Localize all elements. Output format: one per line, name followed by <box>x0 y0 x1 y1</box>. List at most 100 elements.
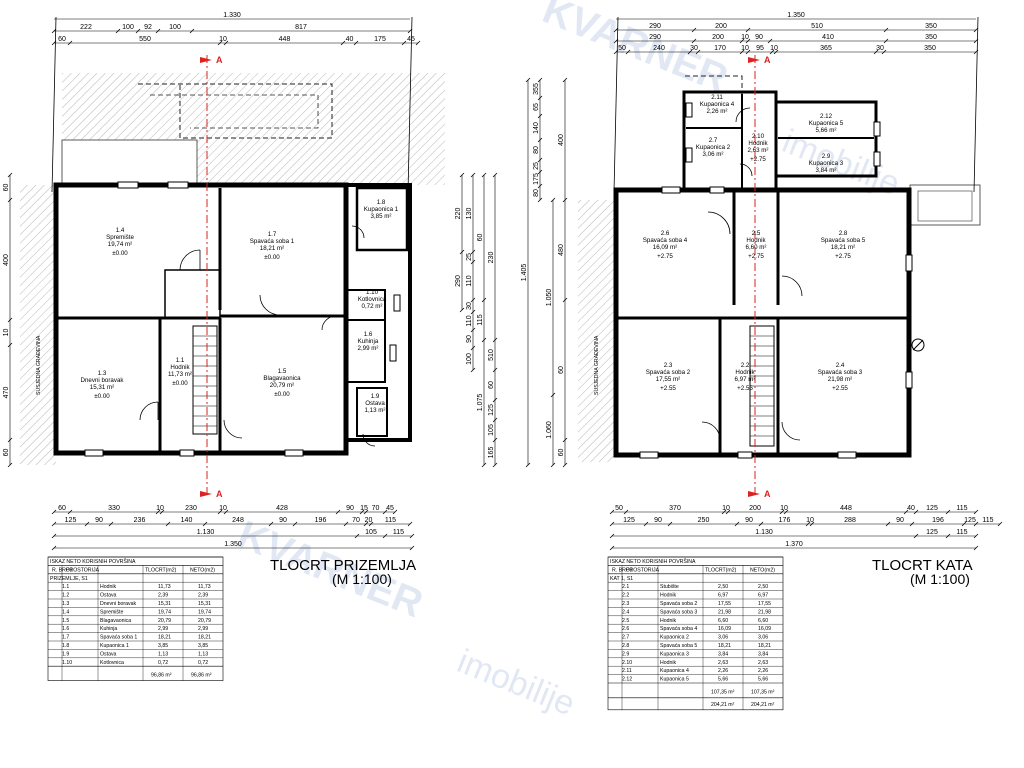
dimension-label: 200 <box>712 34 724 41</box>
section-mark-bottom-upper: A <box>764 489 771 499</box>
room-level: +2.55 <box>832 385 848 392</box>
table-cell: Hodnik <box>660 660 677 666</box>
room-num: 2.2 <box>741 362 750 369</box>
dimension-label: 125 <box>488 404 495 416</box>
dimension-label: 355 <box>533 83 540 95</box>
table-cell: 1.10 <box>62 660 72 666</box>
dimension-label: 1.130 <box>755 529 773 536</box>
table-cell: 5,66 <box>718 677 728 683</box>
neighbour-building-label: SUSJEDNA GRAĐEVINA <box>36 335 42 395</box>
dimension-label: 90 <box>279 517 287 524</box>
upper-plan-scale: (M 1:100) <box>910 571 970 587</box>
table-cell: 0,72 <box>198 660 208 666</box>
section-mark-bottom: A <box>216 489 223 499</box>
table-column-header: PROSTORIJA <box>626 567 660 573</box>
room-name: Spavaća soba 4 <box>643 237 688 244</box>
neighbour-building-label-upper: SUSJEDNA GRAĐEVINA <box>594 335 600 395</box>
dimension-label: 115 <box>956 505 967 512</box>
table-cell: 0,72 <box>158 660 168 666</box>
dimension-label: 20 <box>365 517 373 524</box>
room-name: Spavaća soba 1 <box>250 238 295 245</box>
dimension-label: 60 <box>3 449 10 457</box>
dimension-label: 105 <box>365 529 377 536</box>
dimension-label: 510 <box>811 23 823 30</box>
table-cell: 18,21 <box>158 635 171 641</box>
dimension-label: 290 <box>649 23 661 30</box>
table-heading: ISKAZ NETO KORISNIH POVRŠINA <box>50 558 136 565</box>
dimension-label: 1.130 <box>197 529 215 536</box>
dimension-label: 90 <box>466 335 473 343</box>
dimension-label: 175 <box>374 36 386 43</box>
room-area: 2,63 m² <box>748 147 769 154</box>
dimension-label: 90 <box>654 517 662 524</box>
room-num: 2.10 <box>752 133 765 140</box>
room-level: +2.55 <box>737 385 753 392</box>
table-cell: 6,97 <box>718 593 728 599</box>
ground-plan-title: TLOCRT PRIZEMLJA <box>270 557 416 574</box>
table-cell: 1.8 <box>62 643 69 649</box>
dimension-label: 290 <box>455 275 462 287</box>
room-num: 1.9 <box>371 393 380 400</box>
table-cell: 2,39 <box>198 593 208 599</box>
dimension-label: 1.050 <box>546 289 553 307</box>
table-cell: 15,31 <box>158 601 171 607</box>
room-num: 1.8 <box>377 199 386 206</box>
room-name: Ostava <box>365 400 385 407</box>
room-num: 2.3 <box>664 362 673 369</box>
room-num: 1.5 <box>278 368 287 375</box>
dimension-label: 100 <box>466 353 473 365</box>
dimension-label: 100 <box>169 24 181 31</box>
dimension-label: 1.350 <box>787 12 805 19</box>
room-level: ±0.00 <box>264 254 280 261</box>
table-cell: 18,21 <box>718 643 731 649</box>
table-cell: 2.2 <box>622 593 629 599</box>
table-cell: Kupaonica 4 <box>660 668 689 674</box>
dimension-label: 428 <box>276 505 288 512</box>
room-num: 1.10 <box>366 289 379 296</box>
dimension-label: 175 <box>533 173 540 185</box>
dimension-label: 90 <box>95 517 103 524</box>
table-cell: Spavaća soba 5 <box>660 643 697 649</box>
table-cell: 17,55 <box>758 601 771 607</box>
table-cell: 21,98 <box>758 609 771 615</box>
dimension-label: 350 <box>924 45 936 52</box>
table-cell: Spavaća soba 2 <box>660 601 697 607</box>
dimension-label: 30 <box>876 45 884 52</box>
dimension-label: 1.330 <box>223 12 241 19</box>
room-level: +2.75 <box>835 253 851 260</box>
dimension-label: 60 <box>558 449 565 457</box>
table-cell: 6,60 <box>718 618 728 624</box>
room-area: 2,99 m² <box>358 345 379 352</box>
room-name: Kupaonica 2 <box>696 144 731 151</box>
dimension-label: 125 <box>623 517 635 524</box>
dimension-label: 25 <box>533 162 540 170</box>
table-column-header: TLOCRT(m2) <box>705 567 737 573</box>
table-cell: 18,21 <box>198 635 211 641</box>
dimension-label: 60 <box>58 36 66 43</box>
dimension-label: 115 <box>393 529 404 536</box>
ground-floor-plan: A A SUSJEDNA GRAĐEVINA <box>20 55 445 499</box>
dimension-label: 230 <box>488 252 495 264</box>
table-cell: 2.1 <box>622 584 629 590</box>
table-cell: Kupaonica 3 <box>660 651 689 657</box>
table-grand-total: 204,21 m² <box>711 702 735 708</box>
room-num: 1.6 <box>364 331 373 338</box>
dimension-label: 92 <box>144 24 152 31</box>
table-grand-total: 204,21 m² <box>751 702 775 708</box>
dimension-label: 250 <box>698 517 710 524</box>
dimension-label: 330 <box>108 505 120 512</box>
table-cell: 3,06 <box>758 635 768 641</box>
room-num: 2.7 <box>709 137 718 144</box>
table-cell: 21,98 <box>718 609 731 615</box>
dimension-label: 290 <box>649 34 661 41</box>
table-cell: 3,84 <box>758 651 768 657</box>
table-cell: 1.9 <box>62 651 69 657</box>
